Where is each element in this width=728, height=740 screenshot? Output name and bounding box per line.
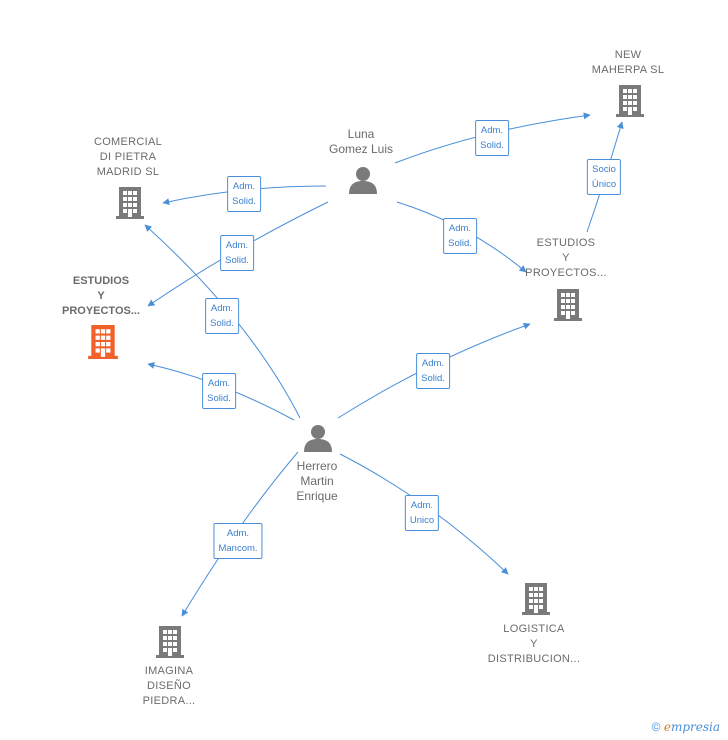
edge-label-luna-estudios2: Adm. Solid. (443, 218, 477, 254)
edge-label-herrero-imagina: Adm. Mancom. (213, 523, 263, 559)
node-label-estudios-main[interactable]: ESTUDIOS Y PROYECTOS... (61, 275, 141, 317)
edge-label-herrero-comercial: Adm. Solid. (205, 298, 239, 334)
brand-e: e (663, 720, 671, 734)
node-label-estudios-2[interactable]: ESTUDIOS Y PROYECTOS... (525, 237, 607, 279)
edge-label-herrero-estudios-main: Adm. Solid. (202, 373, 236, 409)
node-label-luna[interactable]: Luna Gomez Luis (328, 127, 394, 156)
herrero-person-icon (304, 425, 332, 452)
copyright-symbol: © (651, 720, 661, 734)
edge-label-luna-newmaherpa: Adm. Solid. (475, 120, 509, 156)
luna-person-icon (349, 167, 377, 194)
edge-label-herrero-logistica: Adm. Unico (404, 495, 440, 531)
logistica-building-icon (522, 583, 550, 615)
empresia-footer: © empresia (652, 720, 720, 734)
comercial-building-icon (116, 187, 144, 219)
edge-label-herrero-estudios2: Adm. Solid. (416, 353, 450, 389)
node-label-herrero[interactable]: Herrero Martin Enrique (296, 459, 338, 503)
node-label-imagina[interactable]: IMAGINA DISEÑO PIEDRA... (142, 665, 196, 707)
new-maherpa-building-icon (616, 85, 644, 117)
edge-label-luna-estudios-main: Adm. Solid. (220, 235, 254, 271)
node-label-comercial[interactable]: COMERCIAL DI PIETRA MADRID SL (93, 136, 163, 178)
imagina-building-icon (156, 626, 184, 658)
edge-label-estudios2-newmaherpa: Socio Único (586, 159, 622, 195)
estudios2-building-icon (554, 289, 582, 321)
brand-name: mpresia (670, 720, 720, 734)
node-label-logistica[interactable]: LOGISTICA Y DISTRIBUCION... (487, 623, 581, 665)
node-label-new-maherpa[interactable]: NEW MAHERPA SL (591, 49, 665, 76)
estudios-main-building-icon (88, 325, 118, 359)
edge-label-luna-comercial: Adm. Solid. (227, 176, 261, 212)
